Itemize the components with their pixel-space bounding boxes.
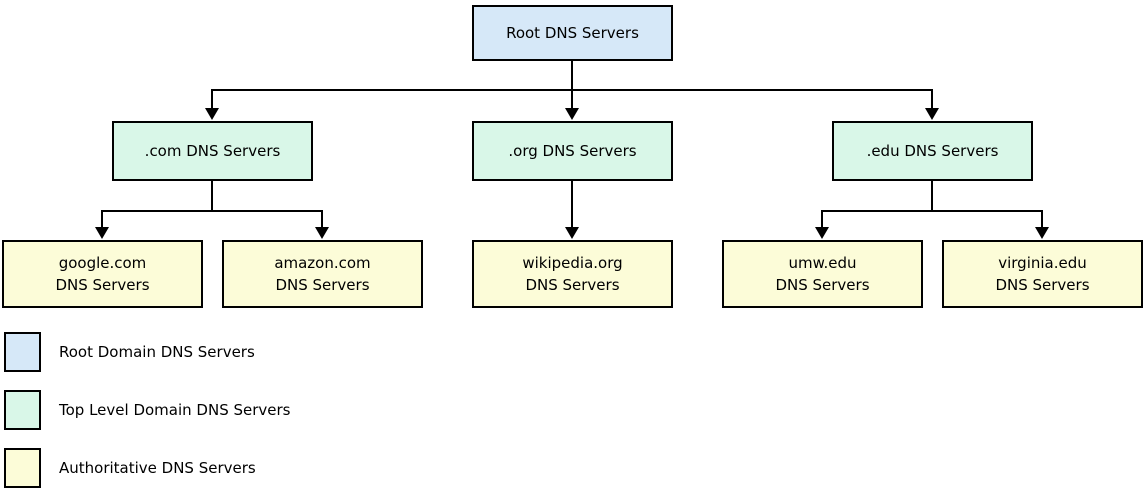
node-label-line1: wikipedia.org (522, 254, 623, 272)
node-com-dns-servers: .com DNS Servers (112, 121, 313, 181)
node-virginia-edu-dns-servers: virginia.edu DNS Servers (942, 240, 1143, 308)
node-label-line1: virginia.edu (998, 254, 1087, 272)
node-label-line2: DNS Servers (55, 276, 150, 294)
node-wikipedia-org-dns-servers: wikipedia.org DNS Servers (472, 240, 673, 308)
node-root-dns-servers: Root DNS Servers (472, 5, 673, 61)
node-google-com-dns-servers: google.com DNS Servers (2, 240, 203, 308)
node-label-line1: umw.edu (788, 254, 857, 272)
node-amazon-com-dns-servers: amazon.com DNS Servers (222, 240, 423, 308)
node-label-line2: DNS Servers (275, 276, 370, 294)
legend-swatch-root-domain (4, 332, 41, 372)
legend-label: Authoritative DNS Servers (59, 459, 256, 477)
node-label-line2: DNS Servers (995, 276, 1090, 294)
node-label-line1: google.com (58, 254, 147, 272)
legend-label: Top Level Domain DNS Servers (59, 401, 291, 419)
node-label: Root DNS Servers (506, 24, 639, 42)
legend-label: Root Domain DNS Servers (59, 343, 255, 361)
node-label-line2: DNS Servers (525, 276, 620, 294)
legend-swatch-top-level-domain (4, 390, 41, 430)
legend-item-authoritative: Authoritative DNS Servers (0, 448, 256, 488)
node-label-line1: amazon.com (274, 254, 371, 272)
node-label-line2: DNS Servers (775, 276, 870, 294)
node-edu-dns-servers: .edu DNS Servers (832, 121, 1033, 181)
node-org-dns-servers: .org DNS Servers (472, 121, 673, 181)
node-label: .com DNS Servers (144, 142, 281, 160)
legend-item-root-domain: Root Domain DNS Servers (0, 332, 255, 372)
node-label: .org DNS Servers (508, 142, 637, 160)
legend-swatch-authoritative (4, 448, 41, 488)
node-label: .edu DNS Servers (866, 142, 999, 160)
node-umw-edu-dns-servers: umw.edu DNS Servers (722, 240, 923, 308)
legend-item-top-level-domain: Top Level Domain DNS Servers (0, 390, 290, 430)
